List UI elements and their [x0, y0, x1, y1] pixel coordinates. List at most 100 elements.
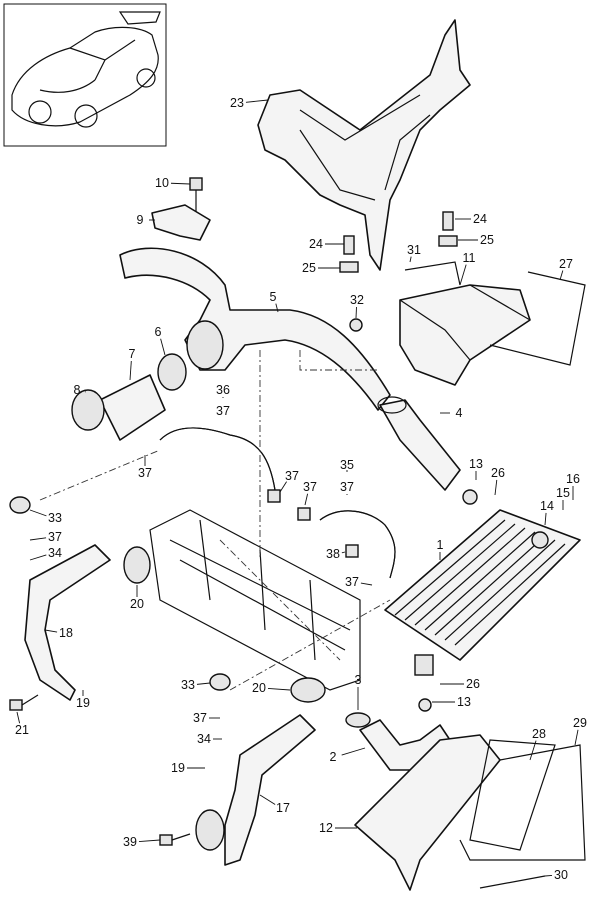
callout-number: 28 — [532, 727, 546, 741]
callout-number: 1 — [437, 538, 444, 552]
callout-number: 8 — [74, 383, 81, 397]
callout-leader-line — [160, 338, 166, 356]
callout-19: 19 — [76, 690, 90, 710]
callout-37: 37 — [216, 404, 230, 418]
callout-13: 13 — [469, 457, 483, 480]
callout-number: 21 — [15, 723, 29, 737]
callout-leader-line — [355, 306, 357, 319]
vehicle-thumbnail — [3, 3, 167, 147]
callout-37: 37 — [303, 480, 317, 506]
callout-number: 38 — [326, 547, 340, 561]
callout-leader-line — [170, 182, 191, 185]
callout-number: 2 — [330, 750, 337, 764]
callout-32: 32 — [350, 293, 364, 319]
callout-20: 20 — [252, 681, 291, 695]
callout-number: 20 — [130, 597, 144, 611]
callout-number: 6 — [155, 325, 162, 339]
callout-leader-line — [544, 874, 553, 877]
callout-25: 25 — [458, 233, 494, 247]
callout-number: 37 — [340, 480, 354, 494]
callout-number: 12 — [319, 821, 333, 835]
callout-leader-line — [559, 270, 564, 281]
callout-leader-line — [529, 740, 537, 761]
callout-number: 27 — [559, 257, 573, 271]
callout-number: 30 — [554, 868, 568, 882]
callout-number: 7 — [129, 347, 136, 361]
callout-29: 29 — [573, 716, 587, 746]
callout-leader-line — [267, 688, 291, 691]
part-intake-manifold — [39, 350, 391, 691]
callout-number: 29 — [573, 716, 587, 730]
callout-leader-line — [544, 512, 547, 526]
callout-37: 37 — [345, 575, 373, 589]
callout-leader-line — [129, 360, 132, 381]
callout-2: 2 — [330, 747, 366, 764]
callout-26: 26 — [491, 466, 505, 496]
callout-leader-line — [138, 839, 161, 842]
callout-number: 25 — [480, 233, 494, 247]
callout-number: 13 — [469, 457, 483, 471]
callout-number: 37 — [138, 466, 152, 480]
callout-37: 37 — [340, 480, 354, 495]
callout-number: 24 — [309, 237, 323, 251]
callout-number: 13 — [457, 695, 471, 709]
callout-18: 18 — [44, 626, 73, 640]
callout-number: 11 — [463, 251, 476, 265]
callout-leader-line — [494, 479, 498, 496]
callout-number: 37 — [48, 530, 62, 544]
callout-number: 15 — [556, 486, 570, 500]
part-pipe-18 — [24, 544, 111, 701]
callout-number: 23 — [230, 96, 244, 110]
part-intercooler-1 — [384, 509, 581, 676]
callout-leader-line — [29, 537, 47, 541]
callout-number: 3 — [355, 673, 362, 687]
callout-number: 35 — [340, 458, 354, 472]
callout-leader-line — [409, 256, 412, 263]
callout-leader-line — [341, 551, 346, 554]
callout-number: 19 — [171, 761, 185, 775]
callout-19: 19 — [171, 761, 205, 775]
callout-number: 26 — [466, 677, 480, 691]
callout-34: 34 — [29, 546, 62, 561]
callout-leader-line — [16, 711, 21, 724]
callout-9: 9 — [137, 213, 155, 227]
part-hose-4 — [377, 396, 461, 491]
callout-15: 15 — [556, 486, 570, 510]
callout-39: 39 — [123, 835, 161, 849]
callout-number: 31 — [407, 243, 421, 257]
callout-leader-line — [196, 682, 211, 685]
part-fasteners — [9, 489, 478, 846]
callout-number: 33 — [181, 678, 195, 692]
callout-30: 30 — [544, 868, 568, 882]
callout-6: 6 — [155, 325, 166, 356]
callout-leader-line — [29, 554, 47, 561]
callout-37: 37 — [279, 469, 299, 493]
part-springs-nuts — [339, 211, 458, 332]
callout-leader-line — [459, 264, 467, 286]
callout-4: 4 — [440, 406, 463, 420]
callout-8: 8 — [74, 383, 86, 397]
callout-number: 24 — [473, 212, 487, 226]
callout-20: 20 — [130, 585, 144, 611]
callout-25: 25 — [302, 261, 340, 275]
callout-1: 1 — [437, 538, 444, 560]
callout-5: 5 — [270, 290, 279, 313]
callout-33: 33 — [29, 509, 62, 525]
callout-number: 19 — [76, 696, 90, 710]
callout-36: 36 — [216, 383, 230, 398]
callout-number: 37 — [193, 711, 207, 725]
callout-leader-line — [304, 493, 309, 506]
callout-27: 27 — [559, 257, 573, 281]
callout-number: 34 — [48, 546, 62, 560]
callout-35: 35 — [340, 458, 354, 472]
callout-leader-line — [29, 509, 47, 517]
callout-leader-line — [360, 582, 373, 586]
callout-37: 37 — [138, 455, 152, 480]
part-sensor-9-bolt-10 — [151, 177, 211, 241]
callout-14: 14 — [540, 499, 554, 526]
callout-10: 10 — [155, 176, 191, 190]
callout-number: 39 — [123, 835, 137, 849]
callout-number: 33 — [48, 511, 62, 525]
callout-number: 37 — [345, 575, 359, 589]
